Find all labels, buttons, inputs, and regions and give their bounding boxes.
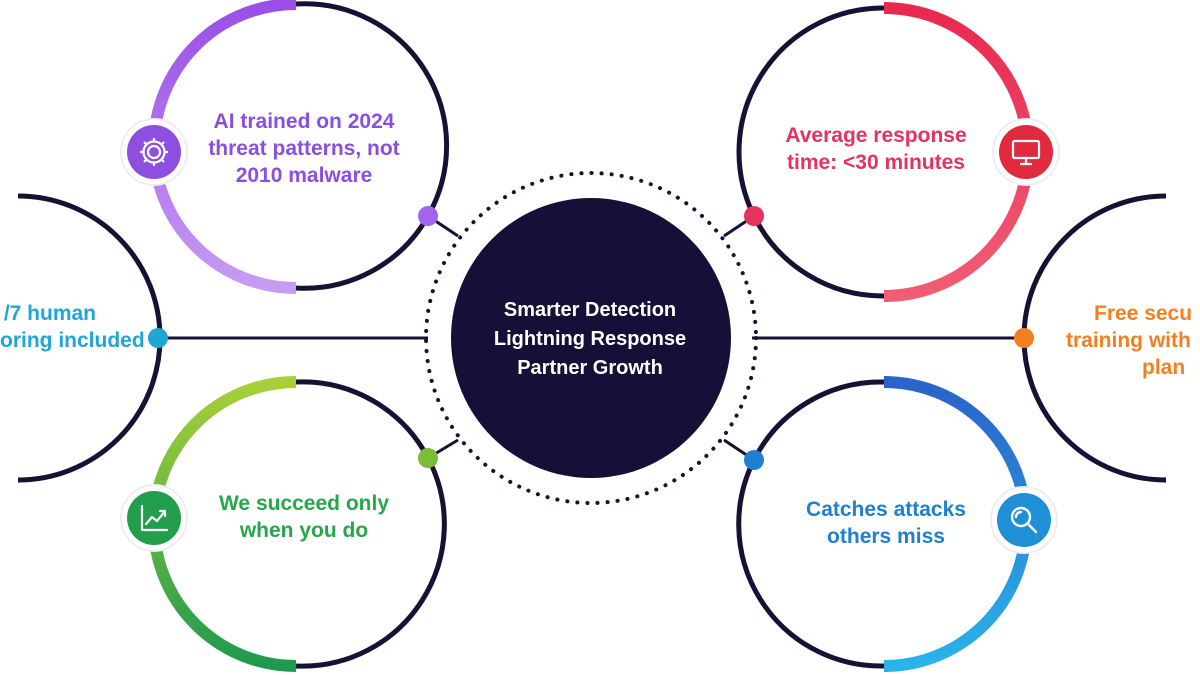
center-line-2: Lightning Response: [493, 328, 687, 350]
succeed-label-line-2: when you do: [239, 519, 369, 542]
center-dotted-ring: [424, 171, 758, 505]
succeed-label: We succeed only when you do: [196, 490, 412, 544]
center-line-3: Partner Growth: [517, 357, 663, 379]
monitoring-label: /7 human oring included: [0, 300, 145, 354]
ring-training: [1014, 190, 1200, 486]
attacks-label-line-2: others miss: [827, 525, 945, 548]
ring-attacks: [736, 376, 1058, 672]
ring-monitoring: [0, 190, 168, 486]
response-label: Average response time: <30 minutes: [768, 122, 984, 176]
search-icon: [1010, 506, 1038, 534]
ai-label-line-3: 2010 malware: [235, 164, 373, 187]
monitor-icon: [1011, 139, 1041, 166]
training-label: Free secu training with plan: [1060, 300, 1200, 381]
monitoring-label-line-1: /7 human: [3, 302, 96, 325]
center-line-1: Smarter Detection: [503, 299, 677, 321]
center-hub: [451, 198, 731, 478]
attacks-connector-dot: [744, 450, 764, 470]
succeed-connector-dot: [418, 448, 438, 468]
ai-label: AI trained on 2024 threat patterns, not …: [196, 108, 412, 189]
ai-label-line-1: AI trained on 2024: [213, 110, 395, 133]
ai-label-line-2: threat patterns, not: [208, 137, 400, 160]
training-label-line-1: Free secu: [1094, 302, 1193, 325]
attacks-label: Catches attacks others miss: [778, 496, 994, 550]
succeed-label-line-1: We succeed only: [218, 492, 389, 515]
ring-response: [736, 2, 1060, 302]
ring-succeed: [120, 376, 447, 672]
center-label: Smarter Detection Lightning Response Par…: [470, 296, 710, 383]
monitoring-label-line-2: oring included: [0, 329, 145, 352]
attacks-label-line-1: Catches attacks: [806, 498, 966, 521]
training-label-line-2: training with: [1066, 329, 1191, 352]
training-connector-dot: [1014, 328, 1034, 348]
response-label-line-1: Average response: [785, 124, 967, 147]
monitoring-connector-dot: [148, 328, 168, 348]
ring-ai: [120, 0, 450, 294]
gear-icon: [140, 138, 168, 166]
training-label-line-3: plan: [1142, 356, 1186, 379]
ai-connector-dot: [418, 206, 438, 226]
response-label-line-2: time: <30 minutes: [787, 151, 965, 174]
chart-up-icon: [140, 504, 169, 532]
response-connector-dot: [744, 206, 764, 226]
